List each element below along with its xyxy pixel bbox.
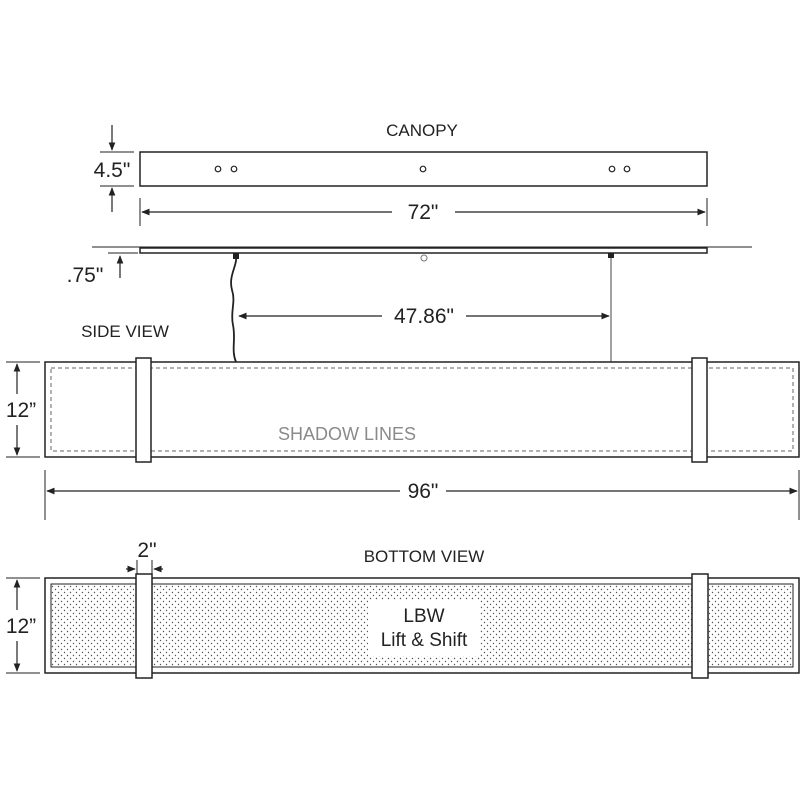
side-height-label: 12”	[6, 399, 36, 422]
band-width-label: 2"	[137, 539, 156, 562]
lbw-label: LBW	[403, 606, 444, 627]
canopy-depth-dimension	[108, 252, 138, 278]
fixture-length-label: 96"	[408, 480, 439, 503]
lbw-label-backdrop	[368, 600, 480, 656]
bottom-height-label: 12”	[6, 615, 36, 638]
shadow-lines	[50, 367, 794, 452]
canopy-profile	[139, 247, 708, 254]
side-band-left	[135, 357, 152, 463]
shadow-lines-label: SHADOW LINES	[278, 424, 416, 444]
suspension-cables	[230, 253, 614, 363]
canopy-mount-holes	[214, 165, 631, 173]
side-height-dimension	[6, 361, 40, 458]
side-view-title: SIDE VIEW	[81, 322, 169, 341]
canopy-width-dimension	[139, 198, 708, 226]
canopy-depth-label: .75"	[67, 264, 104, 287]
bottom-band-left	[135, 573, 153, 679]
canopy-feed-icon	[420, 254, 428, 262]
cable-spacing-label: 47.86"	[394, 305, 454, 328]
side-band-right	[691, 357, 708, 463]
side-fixture-body	[44, 361, 800, 458]
bottom-band-right	[691, 573, 709, 679]
bottom-view-title: BOTTOM VIEW	[364, 547, 485, 566]
canopy-outline	[139, 151, 708, 187]
canopy-title: CANOPY	[386, 121, 458, 140]
fixture-length-dimension	[44, 470, 800, 520]
bottom-height-dimension	[6, 577, 40, 674]
lift-shift-label: Lift & Shift	[381, 630, 468, 651]
canopy-height-label: 4.5"	[94, 159, 131, 182]
canopy-height-dimension	[100, 125, 134, 212]
canopy-width-label: 72"	[408, 201, 439, 224]
